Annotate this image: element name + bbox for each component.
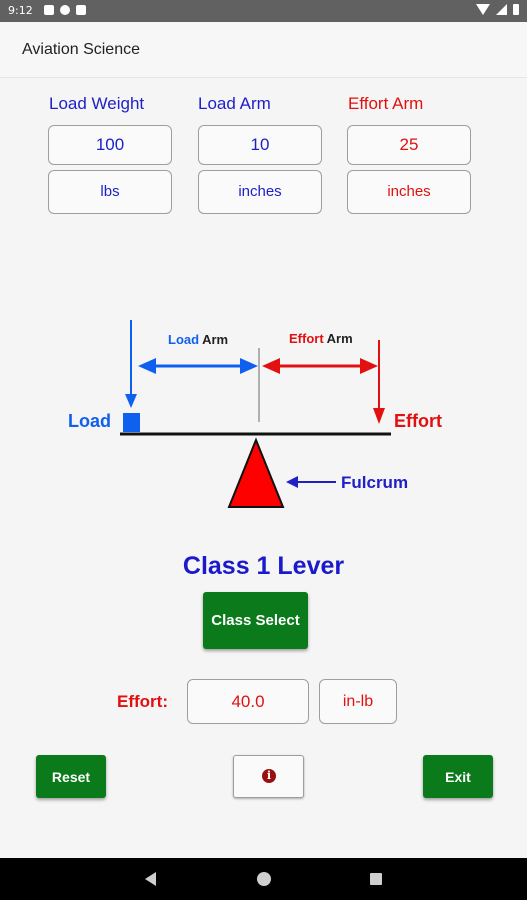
load-arm-arrowhead-right — [240, 358, 258, 374]
load-arm-input[interactable]: 10 — [198, 125, 322, 165]
system-icons — [476, 4, 519, 15]
info-button[interactable]: i — [233, 755, 304, 798]
status-bar: 9:12 — [0, 0, 527, 22]
load-arm-label: Load Arm — [198, 94, 271, 113]
effort-arm-arrowhead-right — [360, 358, 378, 374]
recent-apps-icon[interactable] — [370, 873, 382, 885]
home-icon[interactable] — [257, 872, 271, 886]
wifi-icon — [476, 4, 490, 15]
effort-arm-arrowhead-left — [262, 358, 280, 374]
notification-icon — [44, 5, 54, 15]
effort-result-label: Effort: — [117, 692, 168, 711]
effort-arrowhead — [373, 408, 385, 424]
effort-unit-select[interactable]: in-lb — [319, 679, 397, 724]
fulcrum-arrowhead — [286, 476, 298, 488]
load-weight-input[interactable]: 100 — [48, 125, 172, 165]
lever-class-title: Class 1 Lever — [182, 552, 345, 580]
effort-diagram-label: Effort — [394, 411, 442, 431]
effort-arm-input[interactable]: 25 — [347, 125, 471, 165]
notification-icons — [44, 5, 86, 15]
navigation-bar — [0, 858, 527, 900]
app-title: Aviation Science — [22, 41, 140, 58]
info-icon: i — [262, 769, 276, 783]
fulcrum-label: Fulcrum — [341, 473, 408, 492]
effort-result-value: 40.0 — [187, 679, 309, 724]
battery-icon — [513, 4, 519, 15]
class-select-button[interactable]: Class Select — [203, 592, 308, 649]
load-weight-label: Load Weight — [49, 94, 145, 113]
effort-arm-label: Effort Arm — [348, 94, 424, 113]
reset-button[interactable]: Reset — [36, 755, 106, 798]
load-block — [123, 413, 140, 432]
notification-icon — [76, 5, 86, 15]
load-weight-unit-select[interactable]: lbs — [48, 170, 172, 214]
signal-icon — [496, 4, 507, 15]
notification-icon — [60, 5, 70, 15]
exit-button[interactable]: Exit — [423, 755, 493, 798]
load-arm-arrowhead-left — [138, 358, 156, 374]
load-diagram-label: Load — [68, 411, 111, 431]
app-bar: Aviation Science — [0, 22, 527, 78]
load-arrowhead — [125, 394, 137, 408]
load-arm-unit-select[interactable]: inches — [198, 170, 322, 214]
status-time: 9:12 — [8, 4, 33, 17]
effort-arm-unit-select[interactable]: inches — [347, 170, 471, 214]
back-icon[interactable] — [145, 872, 156, 886]
fulcrum-triangle — [227, 437, 285, 508]
